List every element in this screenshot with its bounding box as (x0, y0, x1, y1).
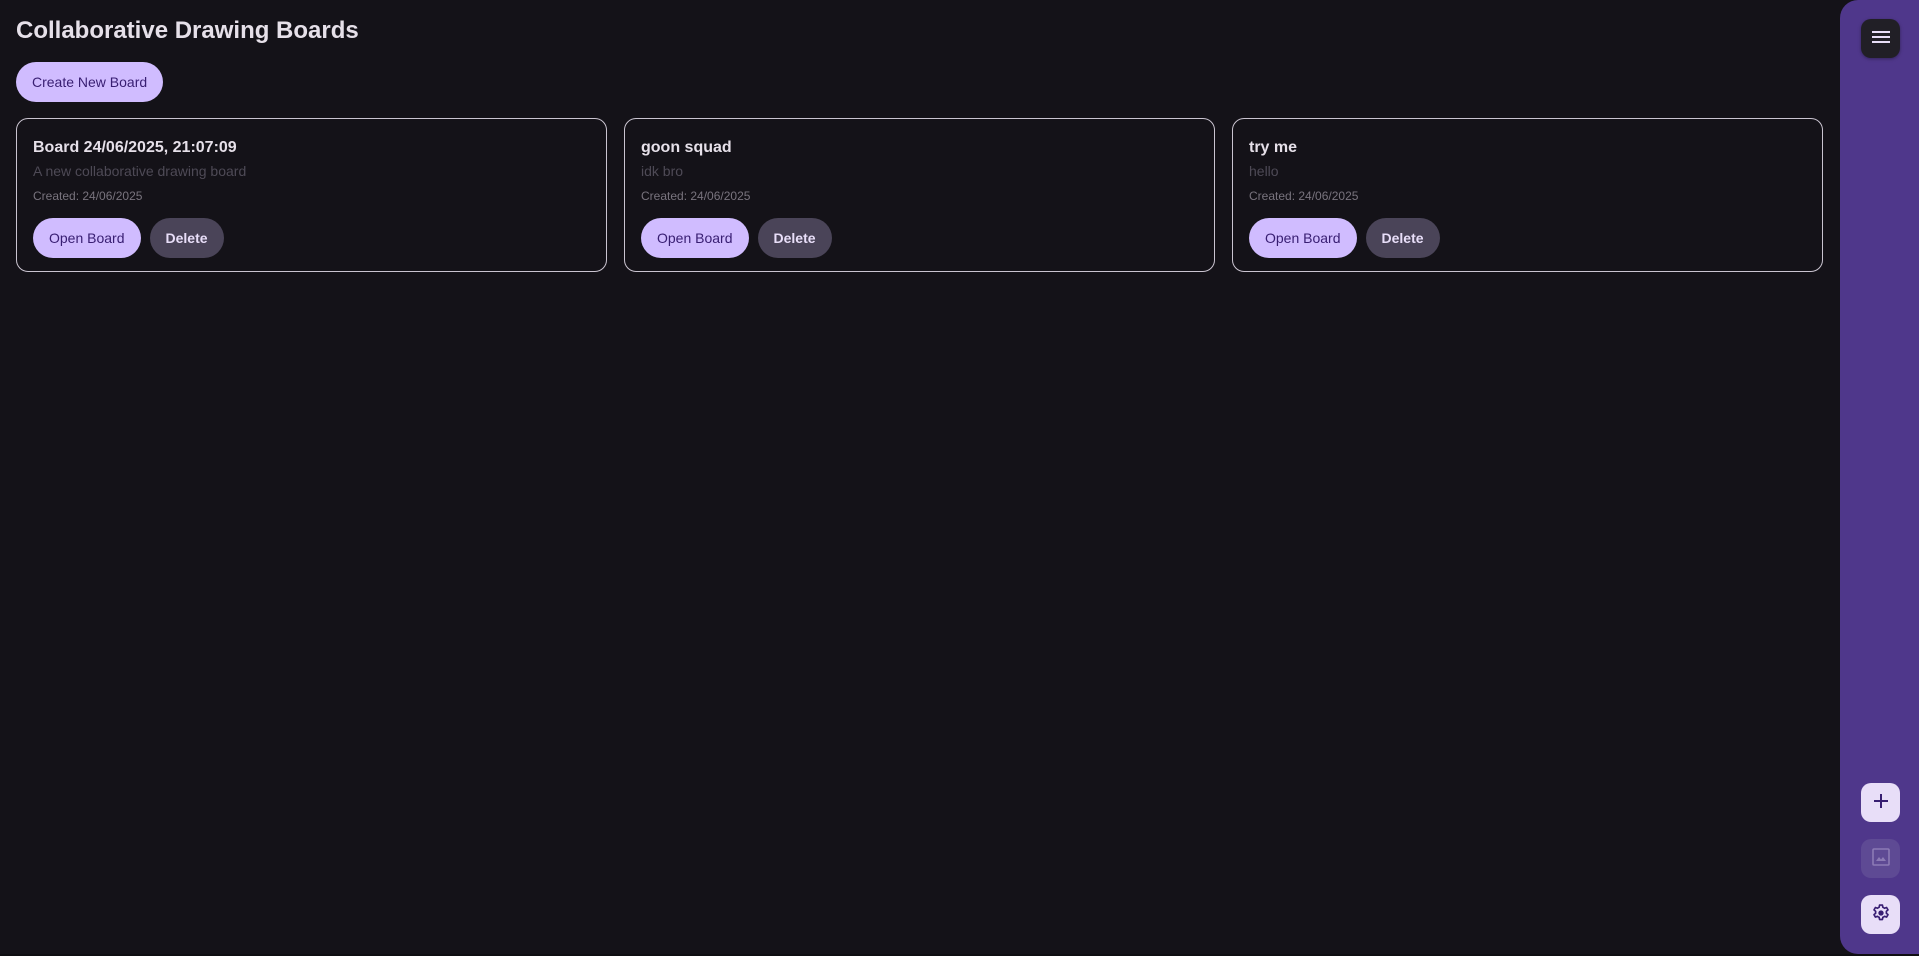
board-title: try me (1249, 139, 1298, 156)
board-created-date: Created: 24/06/2025 (641, 189, 751, 203)
board-description: hello (1249, 163, 1279, 179)
delete-board-button[interactable]: Delete (757, 218, 832, 258)
board-title: Board 24/06/2025, 21:07:09 (33, 139, 237, 156)
image-icon (1871, 848, 1890, 869)
open-board-button[interactable]: Open Board (641, 218, 749, 258)
gear-icon (1871, 903, 1891, 926)
board-title: goon squad (641, 139, 732, 156)
board-list: Board 24/06/2025, 21:07:09 A new collabo… (16, 118, 1824, 272)
plus-icon (1873, 793, 1889, 812)
add-button[interactable] (1861, 783, 1900, 822)
main-content: Collaborative Drawing Boards Create New … (16, 17, 1824, 272)
open-board-button[interactable]: Open Board (33, 218, 141, 258)
board-actions: Open Board Delete (33, 218, 590, 258)
side-rail (1840, 0, 1919, 954)
board-created-date: Created: 24/06/2025 (1249, 189, 1359, 203)
menu-button[interactable] (1861, 19, 1900, 58)
delete-board-button[interactable]: Delete (1365, 218, 1440, 258)
page-title: Collaborative Drawing Boards (16, 17, 359, 44)
settings-button[interactable] (1861, 895, 1900, 934)
board-actions: Open Board Delete (1249, 218, 1806, 258)
board-card: Board 24/06/2025, 21:07:09 A new collabo… (16, 118, 607, 272)
board-actions: Open Board Delete (641, 218, 1198, 258)
bottom-edge (0, 954, 1919, 956)
open-board-button[interactable]: Open Board (1249, 218, 1357, 258)
menu-icon (1871, 30, 1890, 47)
create-new-board-button[interactable]: Create New Board (16, 62, 164, 102)
delete-board-button[interactable]: Delete (149, 218, 224, 258)
board-description: idk bro (641, 163, 684, 179)
board-card: try me hello Created: 24/06/2025 Open Bo… (1232, 118, 1823, 272)
board-created-date: Created: 24/06/2025 (33, 189, 143, 203)
board-description: A new collaborative drawing board (33, 163, 247, 179)
board-card: goon squad idk bro Created: 24/06/2025 O… (624, 118, 1215, 272)
image-button[interactable] (1861, 839, 1900, 878)
